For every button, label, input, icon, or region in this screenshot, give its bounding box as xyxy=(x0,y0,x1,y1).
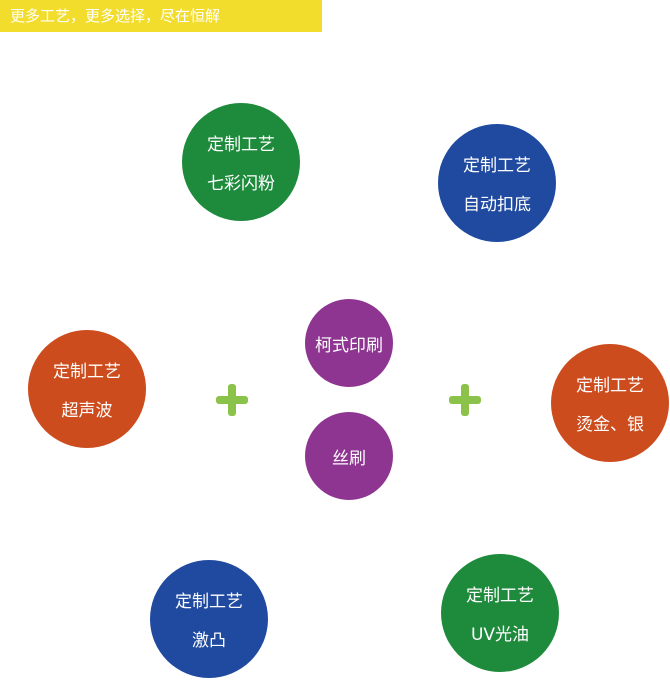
center-label: 丝刷 xyxy=(332,448,366,469)
center-label: 柯式印刷 xyxy=(315,335,383,356)
center-circle-silk-screen: 丝刷 xyxy=(305,412,393,500)
craft-title: 定制工艺 xyxy=(576,376,644,396)
craft-circle-embossing: 定制工艺 激凸 xyxy=(150,560,268,678)
craft-title: 定制工艺 xyxy=(463,156,531,176)
craft-circle-ultrasonic: 定制工艺 超声波 xyxy=(28,330,146,448)
craft-circle-glitter: 定制工艺 七彩闪粉 xyxy=(182,103,300,221)
craft-circle-auto-lock-bottom: 定制工艺 自动扣底 xyxy=(438,124,556,242)
craft-title: 定制工艺 xyxy=(175,592,243,612)
craft-name: 超声波 xyxy=(61,401,113,421)
craft-name: 激凸 xyxy=(192,631,226,651)
craft-name: 烫金、银 xyxy=(576,415,644,435)
plus-icon xyxy=(449,384,481,416)
center-circle-offset-printing: 柯式印刷 xyxy=(305,299,393,387)
craft-name: 自动扣底 xyxy=(463,195,531,215)
craft-title: 定制工艺 xyxy=(466,586,534,606)
craft-title: 定制工艺 xyxy=(207,135,275,155)
craft-title: 定制工艺 xyxy=(53,362,121,382)
craft-circle-uv-varnish: 定制工艺 UV光油 xyxy=(441,554,559,672)
craft-name: UV光油 xyxy=(470,625,530,645)
craft-name: 七彩闪粉 xyxy=(207,174,275,194)
banner: 更多工艺，更多选择，尽在恒解 xyxy=(0,0,322,32)
plus-icon xyxy=(216,384,248,416)
banner-text: 更多工艺，更多选择，尽在恒解 xyxy=(10,7,221,25)
craft-circle-hot-stamping: 定制工艺 烫金、银 xyxy=(551,344,669,462)
